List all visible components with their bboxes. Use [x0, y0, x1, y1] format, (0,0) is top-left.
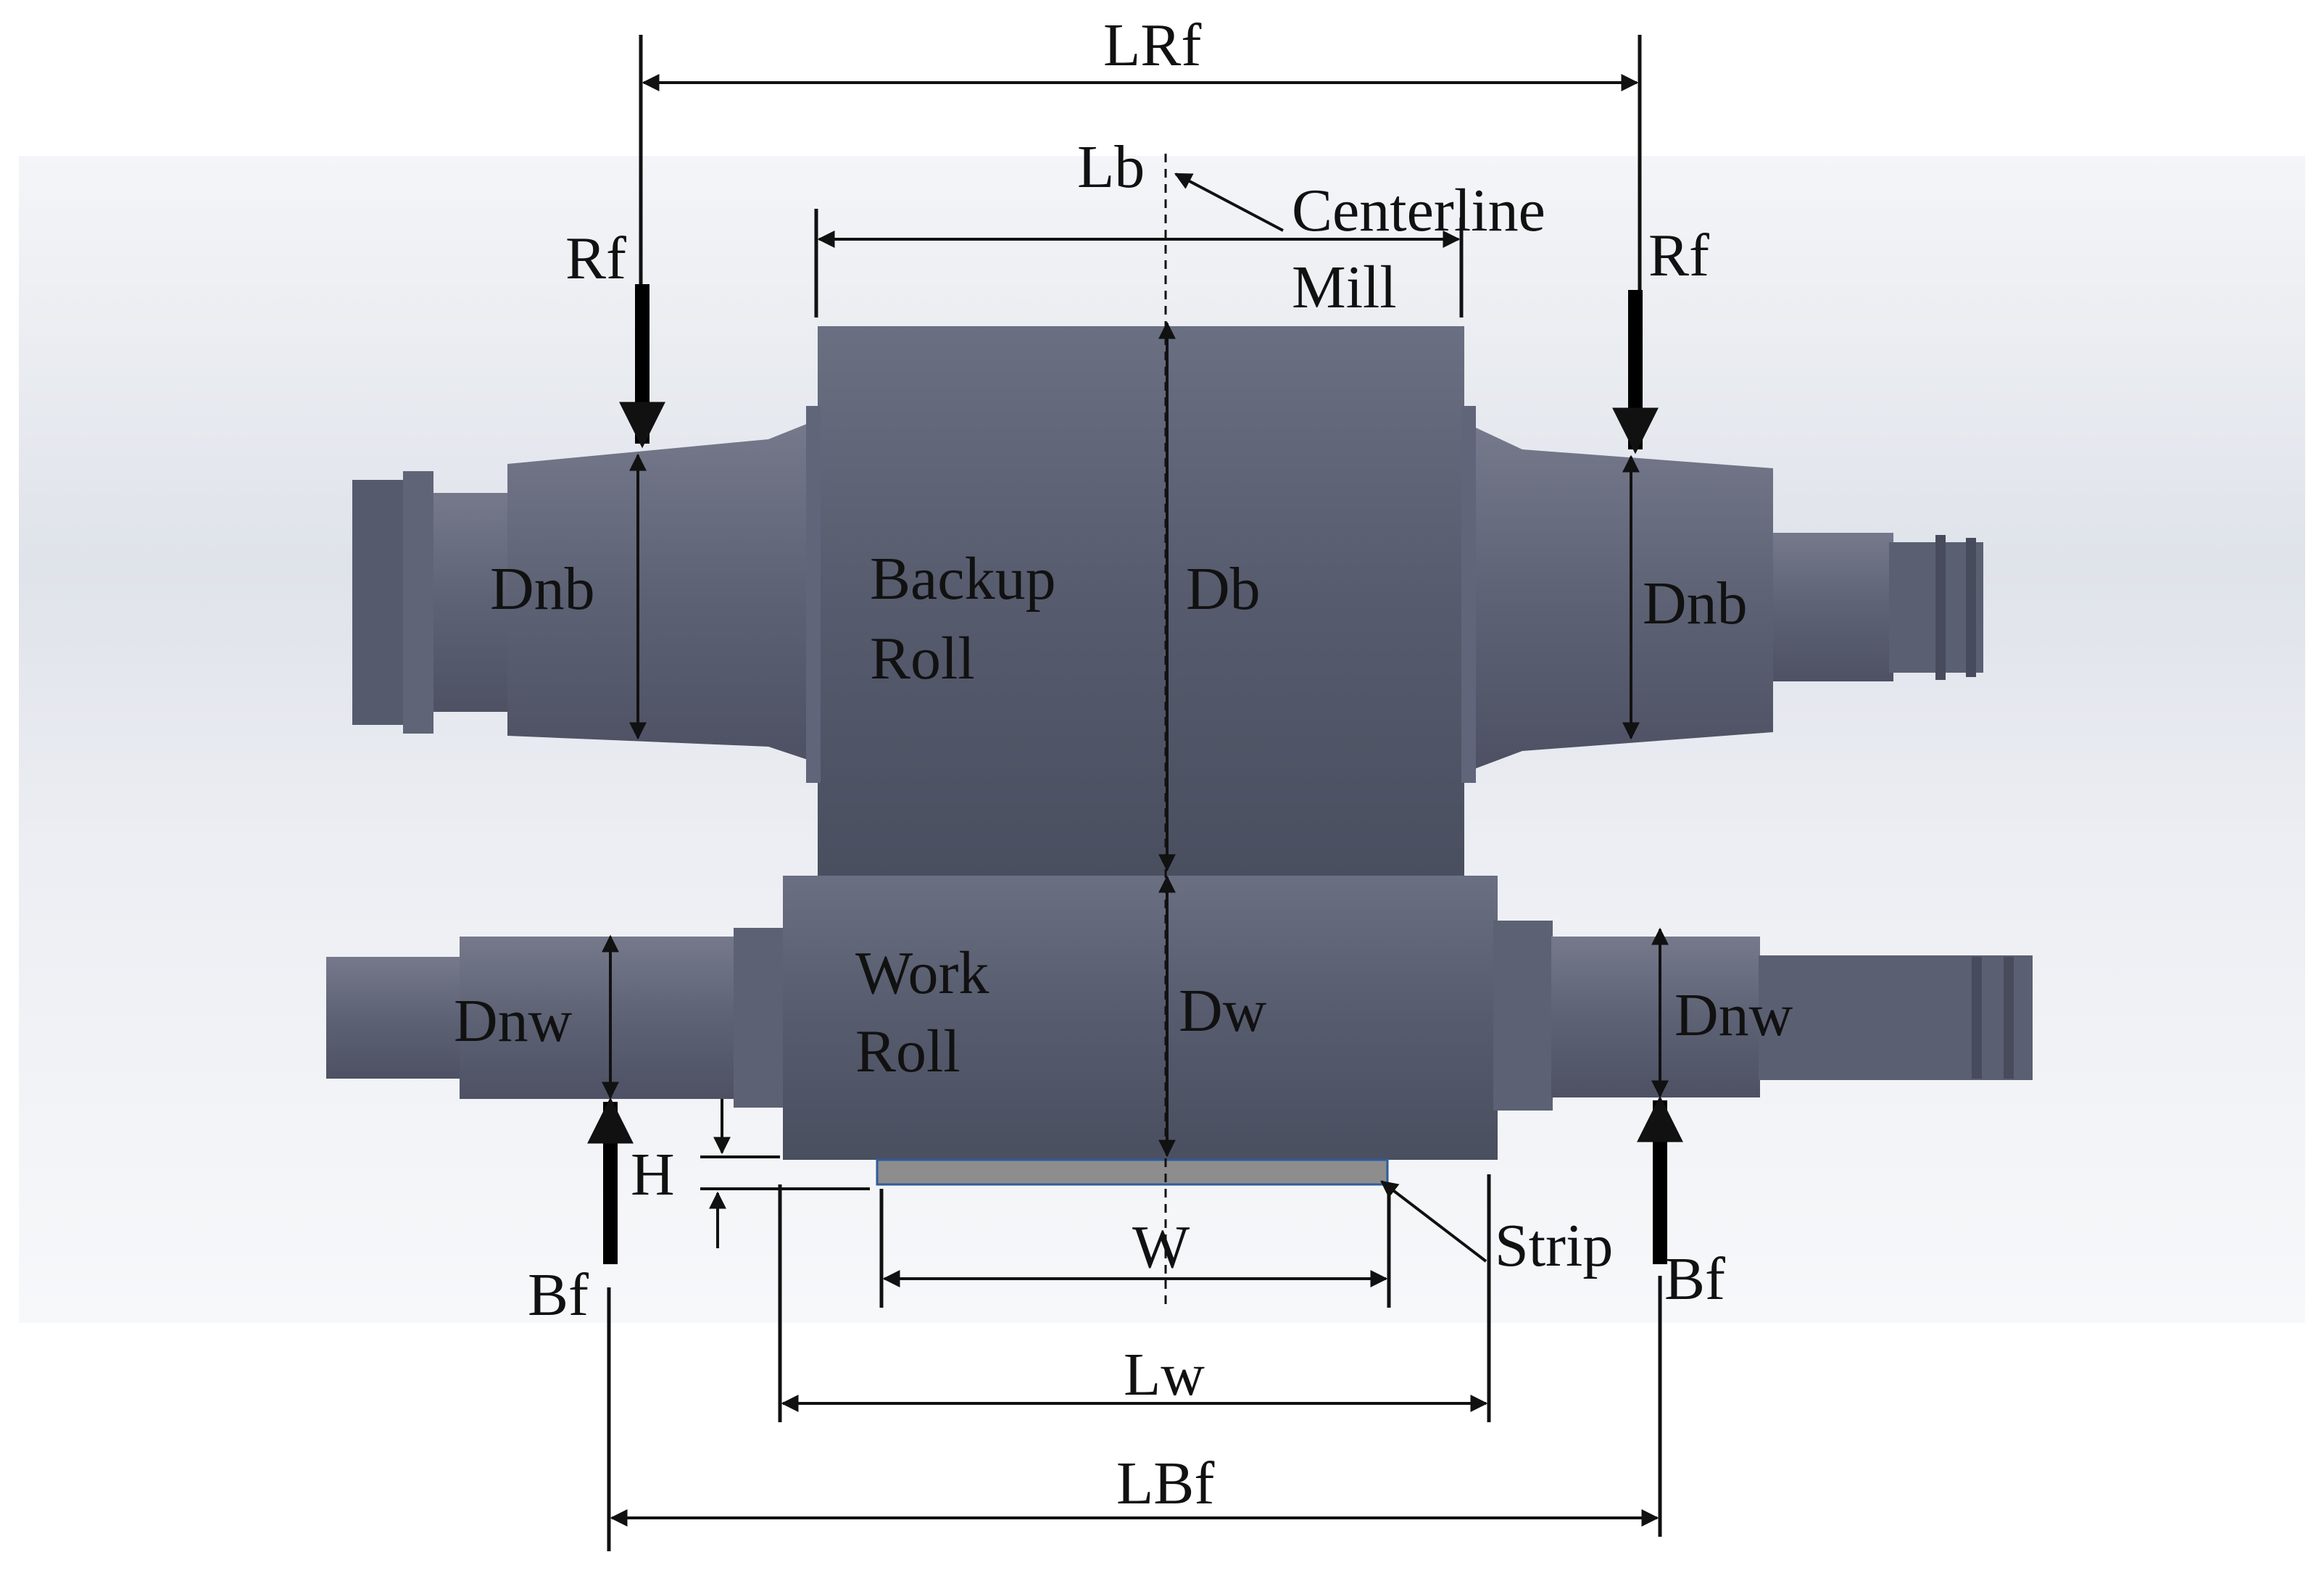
label-lw: Lw — [1124, 1341, 1205, 1408]
label-mill: Mill — [1292, 254, 1397, 321]
label-backup-roll: Roll — [870, 625, 975, 692]
label-bf-right: Bf — [1664, 1245, 1725, 1313]
label-lrf: LRf — [1103, 12, 1201, 79]
work-roll-body — [783, 876, 1498, 1160]
backup-left-end-cap — [352, 480, 410, 725]
label-work-roll: Roll — [855, 1018, 960, 1085]
label-work: Work — [855, 939, 989, 1007]
label-dw: Dw — [1179, 977, 1267, 1045]
label-lb: Lb — [1077, 133, 1145, 201]
label-dnw-right: Dnw — [1674, 981, 1793, 1049]
label-strip: Strip — [1495, 1212, 1613, 1279]
label-backup: Backup — [870, 545, 1056, 613]
label-rf-right: Rf — [1648, 222, 1709, 289]
work-right-end — [1759, 955, 2033, 1080]
strip-leader — [1380, 1180, 1487, 1263]
centerline-leader — [1174, 173, 1284, 232]
work-left-end — [326, 957, 461, 1079]
label-rf-left: Rf — [565, 225, 626, 292]
label-db: Db — [1186, 555, 1261, 623]
label-dnw-left: Dnw — [454, 987, 573, 1055]
label-centerline: Centerline — [1292, 177, 1545, 244]
label-lbf: LBf — [1116, 1450, 1214, 1517]
label-dnb-right: Dnb — [1643, 570, 1748, 637]
strip — [876, 1158, 1389, 1186]
label-dnb-left: Dnb — [490, 555, 595, 623]
backup-left-neck — [507, 422, 812, 761]
backup-roll-body — [818, 326, 1464, 876]
label-bf-left: Bf — [528, 1261, 589, 1329]
label-w: W — [1132, 1213, 1190, 1281]
label-h: H — [631, 1141, 675, 1208]
work-roll — [326, 876, 2033, 1160]
